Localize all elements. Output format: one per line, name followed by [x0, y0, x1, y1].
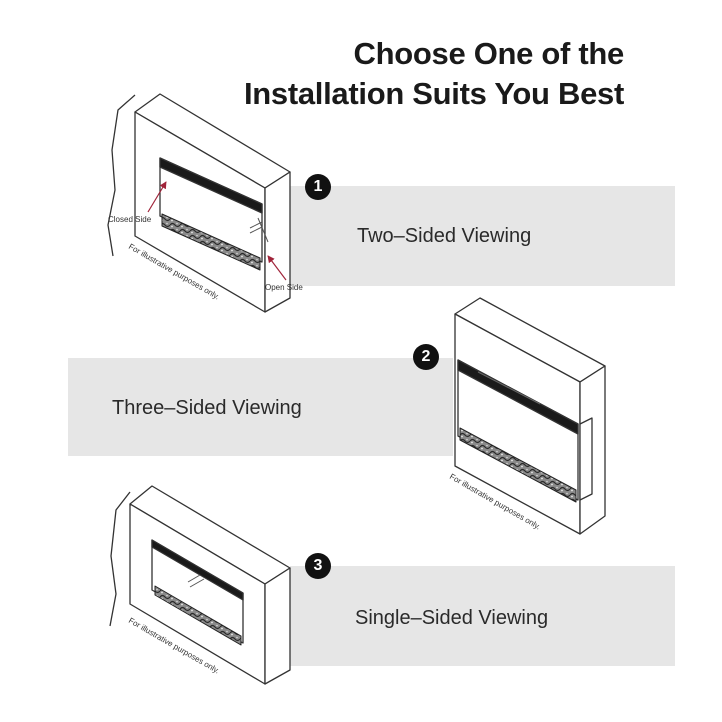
option-1-band: [290, 186, 675, 286]
option-2-label: Three–Sided Viewing: [112, 397, 302, 419]
title-line-1: Choose One of the: [353, 36, 625, 71]
option-2-number-badge: 2: [413, 344, 439, 370]
closed-side-label: Closed Side: [108, 215, 152, 224]
option-3-label: Single–Sided Viewing: [355, 607, 549, 629]
option-2-band: [68, 358, 453, 456]
option-3-band: [290, 566, 675, 666]
fireplace-single-sided-illustration: [109, 485, 291, 685]
title-line-2: Installation Suits You Best: [243, 76, 624, 111]
open-side-label: Open Side: [265, 283, 303, 292]
fireplace-three-sided-illustration: [454, 297, 606, 535]
option-1-number-badge: 1: [305, 174, 331, 200]
fireplace-two-sided-illustration: [107, 93, 291, 313]
option-3-number-badge: 3: [305, 553, 331, 579]
option-1-label: Two–Sided Viewing: [357, 225, 532, 247]
